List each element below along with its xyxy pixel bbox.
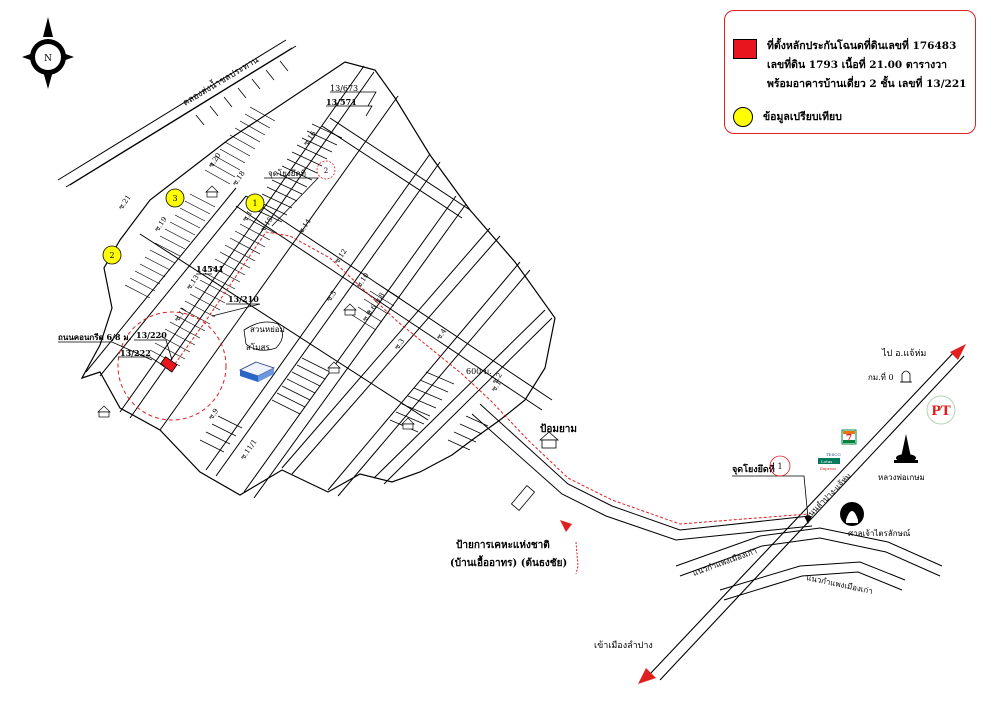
soi-11-1: ซ.11/1 — [239, 438, 259, 461]
seven-eleven-icon: 7 — [841, 429, 857, 445]
soi-5: ซ.5 — [325, 289, 338, 303]
clubhouse-icon — [238, 361, 276, 382]
legend-comparable-entry: ข้อมูลเปรียบเทียบ — [733, 107, 842, 127]
legend-subject-text: ที่ตั้งหลักประกันโฉนดที่ดินเลขที่ 176483… — [767, 37, 966, 94]
house-13-220-label: 13/220 — [136, 330, 167, 340]
soi-4: ซ.4 — [435, 327, 448, 341]
legend-subject-line-1: ที่ตั้งหลักประกันโฉนดที่ดินเลขที่ 176483 — [767, 40, 957, 52]
comparable-2-marker: 2 — [102, 245, 122, 265]
house-13-222-label: 13/222 — [120, 348, 151, 358]
observation-point-2-number: 2 — [324, 167, 328, 175]
irrigation-canal — [57, 39, 297, 188]
soi-3: ซ.3 — [393, 337, 406, 351]
callout-arrow-icon — [804, 516, 812, 524]
legend-subject-line-3: พร้อมอาคารบ้านเดี่ยว 2 ชั้น เลขที่ 13/22… — [767, 78, 967, 90]
old-city-wall-label-2: แนวกำแพงเมืองเก่า — [806, 573, 874, 596]
shrine-icon — [840, 502, 864, 526]
comparable-3-number: 3 — [172, 194, 177, 203]
km-0-label: กม.ที่ 0 — [868, 371, 894, 382]
seven-eleven-number: 7 — [846, 434, 852, 444]
village-boundary — [80, 61, 556, 496]
pt-gas-station-icon: PT — [926, 395, 956, 425]
house-13-673-label: 13/673 — [330, 84, 358, 93]
north-letter: N — [44, 54, 52, 64]
canal-label: คลองส่งน้ำชลประทาน — [180, 53, 261, 109]
project-sign-label-1: ป้ายการเคหะแห่งชาติ — [456, 539, 550, 551]
soi-10: ซ.10 — [355, 272, 371, 290]
legend-comparable-swatch — [733, 107, 753, 127]
observation-point-1-label: จุดโยงยึดที่ — [732, 462, 775, 475]
north-arrow-icon: N — [22, 17, 74, 89]
garden-label: สวนหย่อม — [250, 325, 285, 334]
house-icon — [205, 185, 219, 198]
project-sign-label-2: (บ้านเอื้ออาทร) (ต้นธงชัย) — [450, 555, 567, 569]
tesco-label: TESCO — [826, 452, 841, 457]
shrine-label: ศาลเจ้าไตรลักษณ์ — [848, 528, 911, 538]
house-rows — [124, 106, 489, 453]
legend-box: ที่ตั้งหลักประกันโฉนดที่ดินเลขที่ 176483… — [724, 10, 976, 134]
radius-circle — [117, 311, 227, 421]
observation-point-2-label: จุดโยงยึดที่ — [268, 167, 306, 178]
comparable-1-number: 1 — [252, 199, 257, 208]
comparable-3-marker: 3 — [165, 188, 185, 208]
house-13-210-label: 13/210 — [228, 294, 259, 304]
soi-21: ซ.21 — [117, 194, 133, 212]
legend-subject-entry: ที่ตั้งหลักประกันโฉนดที่ดินเลขที่ 176483… — [733, 37, 966, 94]
soi-9: ซ.9 — [207, 407, 220, 421]
building-icons — [97, 185, 415, 430]
lot-14541-label: 14541 — [196, 264, 224, 274]
soi-8: ซ.8 — [373, 291, 386, 305]
legend-comparable-text: ข้อมูลเปรียบเทียบ — [763, 110, 842, 123]
subject-property-marker — [159, 356, 178, 373]
stupa-icon — [894, 434, 918, 463]
distance-label: 600 ม. — [466, 367, 492, 376]
arrow-to-chae-hom-icon — [950, 344, 966, 360]
garden-outline — [243, 321, 283, 351]
express-label: Express — [820, 466, 836, 471]
house-icon — [327, 361, 341, 374]
guard-post-icon — [538, 431, 560, 449]
soi-labels: ซ.1 ซ.2 ซ.4 ซ.6 ซ.8 ซ.10 ซ.12 ซ.14 ซ.16 … — [117, 129, 504, 461]
arrow-to-lampang-icon — [638, 668, 656, 684]
legend-subject-line-2: เลขที่ดิน 1793 เนื้อที่ 21.00 ตารางวา — [767, 59, 948, 71]
access-route — [171, 231, 809, 525]
observation-point-1-circle — [769, 455, 791, 477]
observation-point-1-number: 1 — [777, 462, 782, 471]
to-chae-hom-label: ไป อ.แจ้ห่ม — [881, 348, 926, 359]
comparable-2-number: 2 — [109, 251, 114, 260]
access-road — [471, 403, 813, 541]
old-city-wall — [675, 527, 943, 601]
house-icon — [97, 405, 111, 418]
to-lampang-label: เข้าเมืองลำปาง — [594, 640, 653, 651]
observation-point-2-circle — [316, 160, 336, 180]
old-city-wall-label-1: แนวกำแพงเมืองเก่า — [692, 546, 759, 578]
lotus-label: Lotus — [821, 459, 832, 464]
house-icon — [401, 417, 415, 430]
concrete-road-label: ถนนคอนกรีต 6/8 ม. — [58, 332, 132, 342]
soi-14: ซ.14 — [297, 217, 313, 235]
callout-lines — [58, 91, 809, 519]
soi-19: ซ.19 — [153, 216, 169, 234]
comparable-markers: 1 2 3 — [102, 188, 265, 265]
tesco-lotus-icon: TESCO Lotus Express — [818, 452, 841, 471]
main-road — [649, 349, 965, 681]
pt-logo-text: PT — [931, 404, 951, 419]
project-sign-marker — [510, 485, 536, 511]
house-icon — [343, 303, 357, 316]
soi-18: ซ.18 — [231, 170, 247, 188]
luang-pho-kasem-label: หลวงพ่อเกษม — [878, 473, 925, 482]
guard-post-label: ป้อมยาม — [540, 423, 577, 435]
project-sign-pointer — [575, 541, 579, 575]
house-13-571-label: 13/571 — [326, 97, 357, 107]
clubhouse-label: สโมสร — [246, 342, 270, 352]
legend-subject-swatch — [733, 39, 757, 59]
project-sign-arrow-icon — [560, 520, 572, 532]
comparable-1-marker: 1 — [245, 193, 265, 213]
temple-bell-icon — [900, 370, 912, 383]
